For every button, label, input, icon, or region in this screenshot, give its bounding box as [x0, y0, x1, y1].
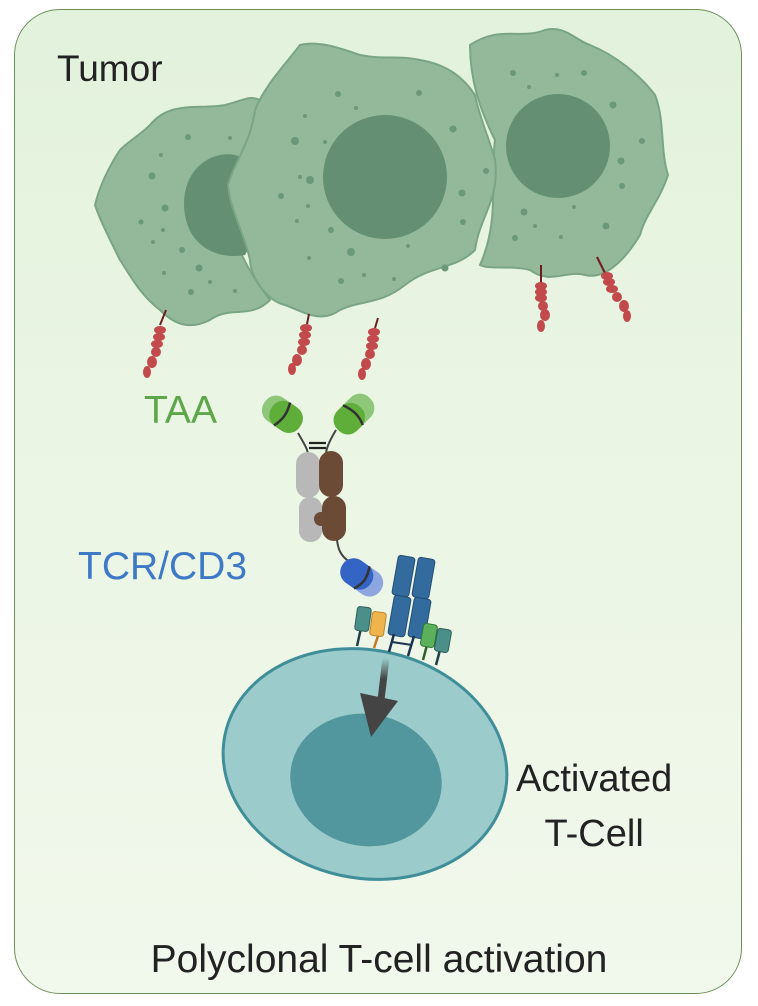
tumor-antigen-chain — [143, 309, 167, 378]
activation-arrowhead — [360, 693, 398, 737]
tumor-antigen-chain — [535, 265, 550, 332]
tumor-cell-right-granules — [510, 70, 645, 241]
tcr-cd3-label: TCR/CD3 — [78, 545, 248, 588]
taa-binder-right — [333, 393, 375, 435]
taa-label: TAA — [144, 389, 217, 432]
tumor-cell-center — [226, 42, 497, 318]
tumor-antigen-chain — [288, 313, 312, 375]
activated-t-cell — [221, 647, 509, 881]
tumor-label: Tumor — [57, 48, 163, 89]
activated-tcell-label: Activated T-Cell — [516, 752, 672, 862]
tcell-receptor-cluster — [354, 554, 452, 666]
activated-tcell-label-line1: Activated — [516, 758, 673, 800]
activated-tcell-label-line2: T-Cell — [544, 813, 644, 856]
tumor-antigen-chain — [358, 317, 380, 380]
tumor-cell-right — [468, 28, 670, 278]
tcr-dimer — [387, 554, 436, 657]
tumor-antigen-chain — [596, 256, 631, 322]
tumor-cell-left-granules — [138, 134, 237, 295]
bispecific-antibody — [261, 393, 384, 597]
taa-binder-left — [261, 395, 303, 433]
activation-arrow — [377, 657, 390, 701]
diagram-title: Polyclonal T-cell activation — [150, 938, 608, 981]
tumor-cell-center-granules — [278, 90, 489, 284]
cd3-binder — [340, 558, 384, 597]
